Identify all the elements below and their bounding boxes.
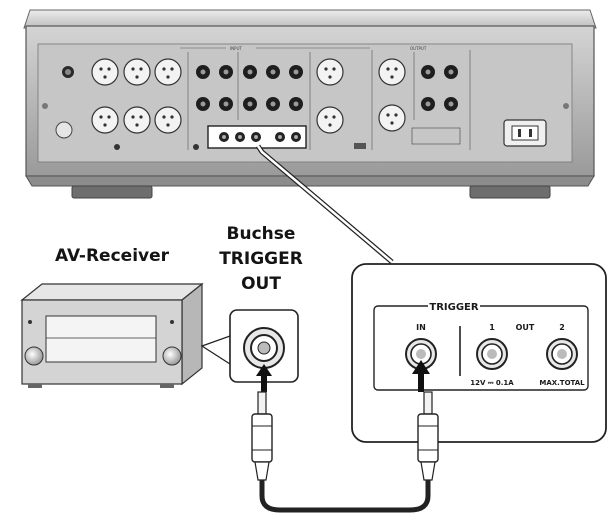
cable-icon — [255, 144, 431, 513]
input-header: INPUT — [230, 46, 243, 51]
jack-label-line3: OUT — [241, 274, 281, 294]
jack-label-line1: Buchse — [226, 224, 296, 244]
trigger-out-jack-label: Buchse TRIGGER OUT — [196, 222, 326, 297]
av-receiver-icon — [20, 282, 204, 388]
mini-plug-icon — [417, 391, 439, 481]
arrow-icon — [412, 360, 430, 374]
output-header: OUTPUT — [410, 46, 427, 51]
arrow-icon — [256, 364, 272, 376]
out-label: OUT — [516, 323, 535, 332]
in-label: IN — [416, 323, 426, 332]
trigger-panel-zoom: TRIGGER IN 1 OUT 2 12V ⎓ 0.1A MAX.TOTAL — [351, 263, 607, 443]
out1-label: 1 — [489, 323, 495, 332]
mini-plug-icon — [251, 391, 273, 481]
amplifier-rear-panel-icon: INPUT OUTPUT — [23, 9, 597, 199]
rating-right: MAX.TOTAL — [539, 379, 585, 387]
jack-label-line2: TRIGGER — [219, 249, 303, 269]
out2-label: 2 — [559, 323, 565, 332]
av-receiver-label: AV-Receiver — [54, 246, 170, 266]
trigger-title: TRIGGER — [429, 302, 478, 313]
trigger-out-jack-callout — [229, 309, 299, 392]
rating-left: 12V ⎓ 0.1A — [470, 379, 514, 387]
